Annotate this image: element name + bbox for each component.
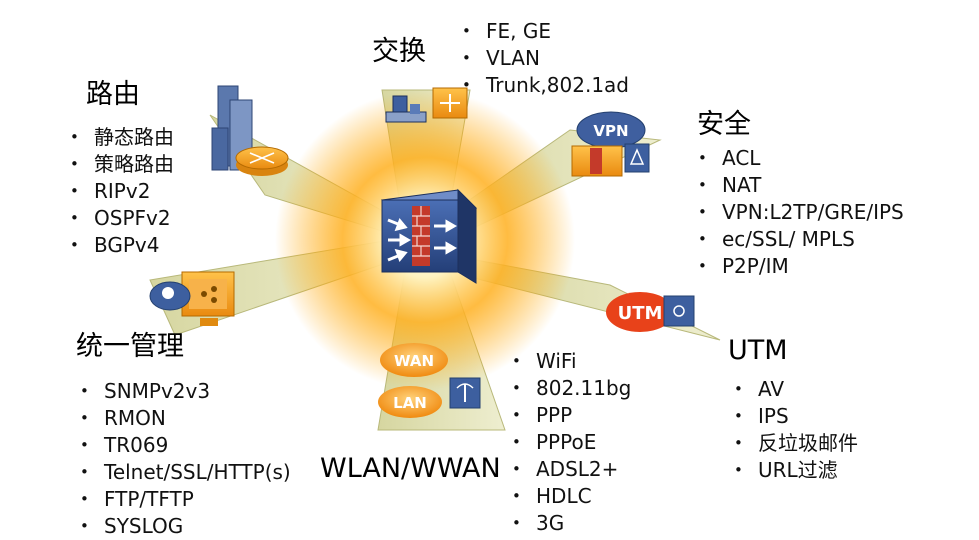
vpn-security-icon: VPN <box>571 111 650 177</box>
security-item: P2P/IM <box>692 253 904 280</box>
routing-item: 静态路由 <box>64 124 174 151</box>
routing-item: RIPv2 <box>64 178 174 205</box>
utm-item: 反垃圾邮件 <box>728 430 858 457</box>
wlan-title: WLAN/WWAN <box>320 453 501 484</box>
management-item: RMON <box>74 405 291 432</box>
wan-label: WAN <box>394 352 434 370</box>
switching-item: FE, GE <box>456 18 629 45</box>
routing-list: 静态路由策略路由RIPv2OSPFv2BGPv4 <box>64 124 174 259</box>
routing-title: 路由 <box>86 79 140 110</box>
utm-list: AVIPS反垃圾邮件URL过滤 <box>728 376 858 484</box>
security-title: 安全 <box>697 109 751 140</box>
management-monitor-icon <box>149 271 235 326</box>
wlan-item: 3G <box>506 510 631 537</box>
wlan-item: HDLC <box>506 483 631 510</box>
security-item: ACL <box>692 145 904 172</box>
management-item: Telnet/SSL/HTTP(s) <box>74 459 291 486</box>
utm-icon: UTM <box>606 292 695 332</box>
firewall-device-icon <box>380 188 478 284</box>
management-title: 统一管理 <box>76 331 184 362</box>
wlan-item: PPPoE <box>506 429 631 456</box>
management-list: SNMPv2v3RMONTR069Telnet/SSL/HTTP(s)FTP/T… <box>74 378 291 540</box>
switching-item: VLAN <box>456 45 629 72</box>
wlan-item: ADSL2+ <box>506 456 631 483</box>
management-item: FTP/TFTP <box>74 486 291 513</box>
wan-lan-icon: WAN LAN <box>378 343 481 418</box>
switching-item: Trunk,802.1ad <box>456 72 629 99</box>
routing-item: OSPFv2 <box>64 205 174 232</box>
switching-list: FE, GEVLANTrunk,802.1ad <box>456 18 629 99</box>
utm-item: AV <box>728 376 858 403</box>
security-item: NAT <box>692 172 904 199</box>
building-router-icon <box>211 85 289 176</box>
routing-item: 策略路由 <box>64 151 174 178</box>
wlan-item: WiFi <box>506 348 631 375</box>
wlan-list: WiFi802.11bgPPPPPPoEADSL2+HDLC3G <box>506 348 631 537</box>
wlan-item: 802.11bg <box>506 375 631 402</box>
switching-title: 交换 <box>372 36 426 67</box>
vpn-label: VPN <box>593 122 628 140</box>
management-item: SNMPv2v3 <box>74 378 291 405</box>
routing-item: BGPv4 <box>64 232 174 259</box>
management-item: TR069 <box>74 432 291 459</box>
utm-icon-label: UTM <box>618 303 663 324</box>
utm-item: IPS <box>728 403 858 430</box>
lan-label: LAN <box>393 394 427 412</box>
security-item: ec/SSL/ MPLS <box>692 226 904 253</box>
security-list: ACLNATVPN:L2TP/GRE/IPSec/SSL/ MPLSP2P/IM <box>692 145 904 280</box>
security-item: VPN:L2TP/GRE/IPS <box>692 199 904 226</box>
utm-item: URL过滤 <box>728 457 858 484</box>
wlan-item: PPP <box>506 402 631 429</box>
utm-title: UTM <box>728 335 788 366</box>
management-item: SYSLOG <box>74 513 291 540</box>
